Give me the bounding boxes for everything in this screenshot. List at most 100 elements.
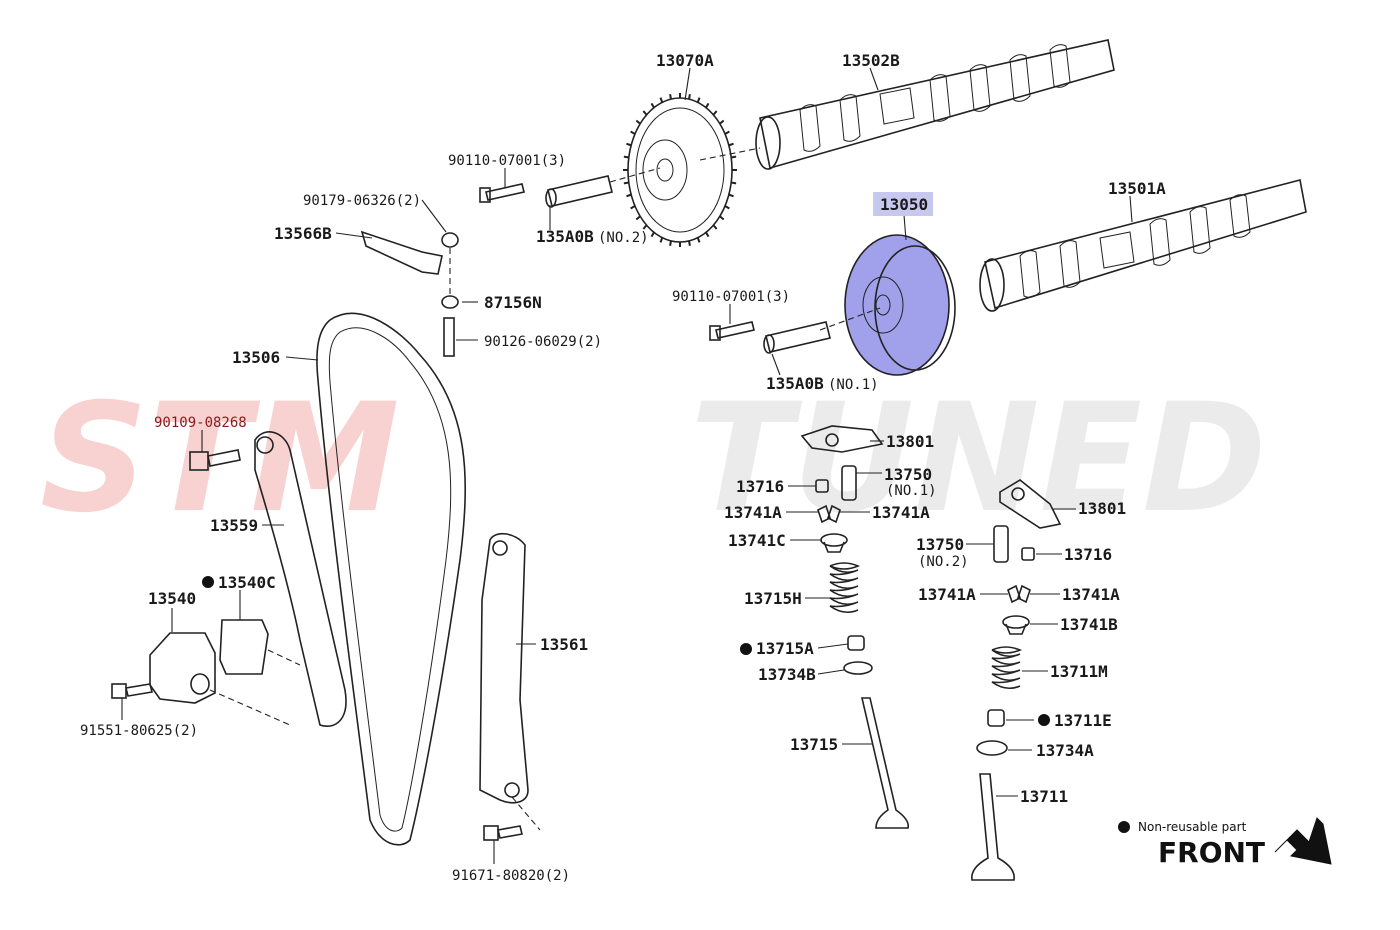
- bush-87156N[interactable]: [441, 295, 459, 309]
- gear-tooth: [731, 181, 737, 185]
- label-13750-no2: 13750: [916, 535, 964, 554]
- legend-note: Non-reusable part: [1138, 820, 1247, 834]
- gear-tooth: [724, 205, 730, 210]
- label-13501A: 13501A: [1108, 179, 1166, 198]
- label-13750-no1: 13750: [884, 465, 932, 484]
- keepers-13741A-b[interactable]: [1007, 584, 1031, 604]
- gasket-13540C[interactable]: [219, 619, 301, 675]
- gear-tooth: [642, 110, 648, 116]
- label-13741A-b: 13741A: [872, 503, 930, 522]
- label-13711E: 13711E: [1054, 711, 1112, 730]
- non-reusable-dot-13715A: [740, 643, 752, 655]
- gear-tooth: [623, 155, 629, 159]
- label-13711M: 13711M: [1050, 662, 1108, 681]
- gear-tooth: [669, 240, 672, 247]
- gear-tooth: [669, 93, 672, 100]
- seat-13734A[interactable]: [976, 740, 1008, 756]
- gear-tooth: [630, 205, 636, 210]
- gear-tooth: [659, 97, 664, 103]
- gear-tooth: [712, 110, 718, 116]
- seat-13734B[interactable]: [843, 661, 873, 675]
- label-13716-b: 13716: [1064, 545, 1112, 564]
- label-91671: 91671-80820(2): [452, 868, 570, 884]
- camshaft-13502B[interactable]: [755, 39, 1115, 170]
- bolt-91551[interactable]: [111, 683, 153, 699]
- keepers-13741A-a[interactable]: [817, 504, 841, 524]
- label-13741A-d: 13741A: [1062, 585, 1120, 604]
- label-13561: 13561: [540, 635, 588, 654]
- gear-tooth: [696, 97, 701, 103]
- label-13715H: 13715H: [744, 589, 802, 608]
- label-13801-b: 13801: [1078, 499, 1126, 518]
- gear-tooth: [623, 181, 629, 185]
- gear-tooth: [705, 102, 710, 109]
- label-13050-highlight: [873, 192, 933, 216]
- gear-tooth: [650, 102, 655, 109]
- label-13715A: 13715A: [756, 639, 814, 658]
- label-13070A: 13070A: [656, 51, 714, 70]
- stud-90126[interactable]: [443, 317, 455, 357]
- label-135A0B-no1-suffix: (NO.1): [828, 377, 879, 393]
- timing-chain-13506[interactable]: [316, 312, 466, 846]
- bolt-90110-mid[interactable]: [709, 321, 755, 341]
- cap-13716-b[interactable]: [1021, 547, 1035, 561]
- label-91551: 91551-80625(2): [80, 723, 198, 739]
- valve-13715[interactable]: [860, 697, 910, 829]
- label-13716-a: 13716: [736, 477, 784, 496]
- label-87156N: 87156N: [484, 293, 542, 312]
- cam-gear-13070A[interactable]: [609, 93, 761, 247]
- label-90109: 90109-08268: [154, 415, 247, 431]
- gear-tooth: [626, 142, 632, 147]
- ocv-135A0B-no1[interactable]: [763, 321, 831, 354]
- gear-tooth: [650, 231, 655, 238]
- gear-tooth: [642, 224, 648, 230]
- lash-adjuster-13750-no1[interactable]: [841, 465, 857, 501]
- bolt-90109-08268[interactable]: [189, 449, 241, 471]
- label-13750-no2-suffix: (NO.2): [918, 554, 969, 570]
- valve-13711[interactable]: [971, 773, 1015, 881]
- spring-13711M[interactable]: [991, 646, 1023, 690]
- label-13715: 13715: [790, 735, 838, 754]
- label-13741A-a: 13741A: [724, 503, 782, 522]
- gear-tooth: [705, 231, 710, 238]
- gear-tooth: [635, 119, 641, 125]
- label-13741A-c: 13741A: [918, 585, 976, 604]
- gear-tooth: [719, 215, 725, 221]
- bracket-13566B[interactable]: [360, 230, 459, 295]
- label-13734A: 13734A: [1036, 741, 1094, 760]
- label-13540C: 13540C: [218, 573, 276, 592]
- watermark-right: TUNED: [690, 372, 1267, 546]
- chain-tensioner-13540[interactable]: [149, 632, 291, 726]
- rocker-arm-13801-b[interactable]: [999, 479, 1062, 529]
- label-13506: 13506: [232, 348, 280, 367]
- non-reusable-dot-13540C: [202, 576, 214, 588]
- rocker-arm-13801-a[interactable]: [800, 425, 884, 453]
- gear-tooth: [731, 155, 737, 159]
- leader-lines: [121, 67, 1133, 864]
- spring-13715H[interactable]: [829, 562, 861, 614]
- chain-guide-13561[interactable]: [479, 532, 541, 831]
- gear-tooth: [712, 224, 718, 230]
- vvt-gear-13050[interactable]: [819, 234, 956, 376]
- gear-tooth: [728, 142, 734, 147]
- bolt-90110-top[interactable]: [479, 183, 525, 203]
- watermark: STM TUNED: [40, 372, 1267, 546]
- legend-dot: [1118, 821, 1130, 833]
- label-90110-top: 90110-07001(3): [448, 153, 566, 169]
- gear-tooth: [626, 193, 632, 198]
- bolt-91671[interactable]: [483, 825, 523, 841]
- seal-13715A[interactable]: [847, 635, 865, 651]
- non-reusable-dot-13711E: [1038, 714, 1050, 726]
- gear-tooth: [724, 130, 730, 135]
- label-13741C: 13741C: [728, 531, 786, 550]
- front-label: FRONT: [1158, 836, 1266, 869]
- camshaft-13501A[interactable]: [979, 179, 1307, 312]
- label-13502B: 13502B: [842, 51, 900, 70]
- label-90179: 90179-06326(2): [303, 193, 421, 209]
- ocv-135A0B-no2[interactable]: [545, 175, 613, 208]
- label-13750-no1-suffix: (NO.1): [886, 483, 937, 499]
- retainer-13741B[interactable]: [1002, 615, 1030, 635]
- seal-13711E[interactable]: [987, 709, 1005, 727]
- label-135A0B-no2-suffix: (NO.2): [598, 230, 649, 246]
